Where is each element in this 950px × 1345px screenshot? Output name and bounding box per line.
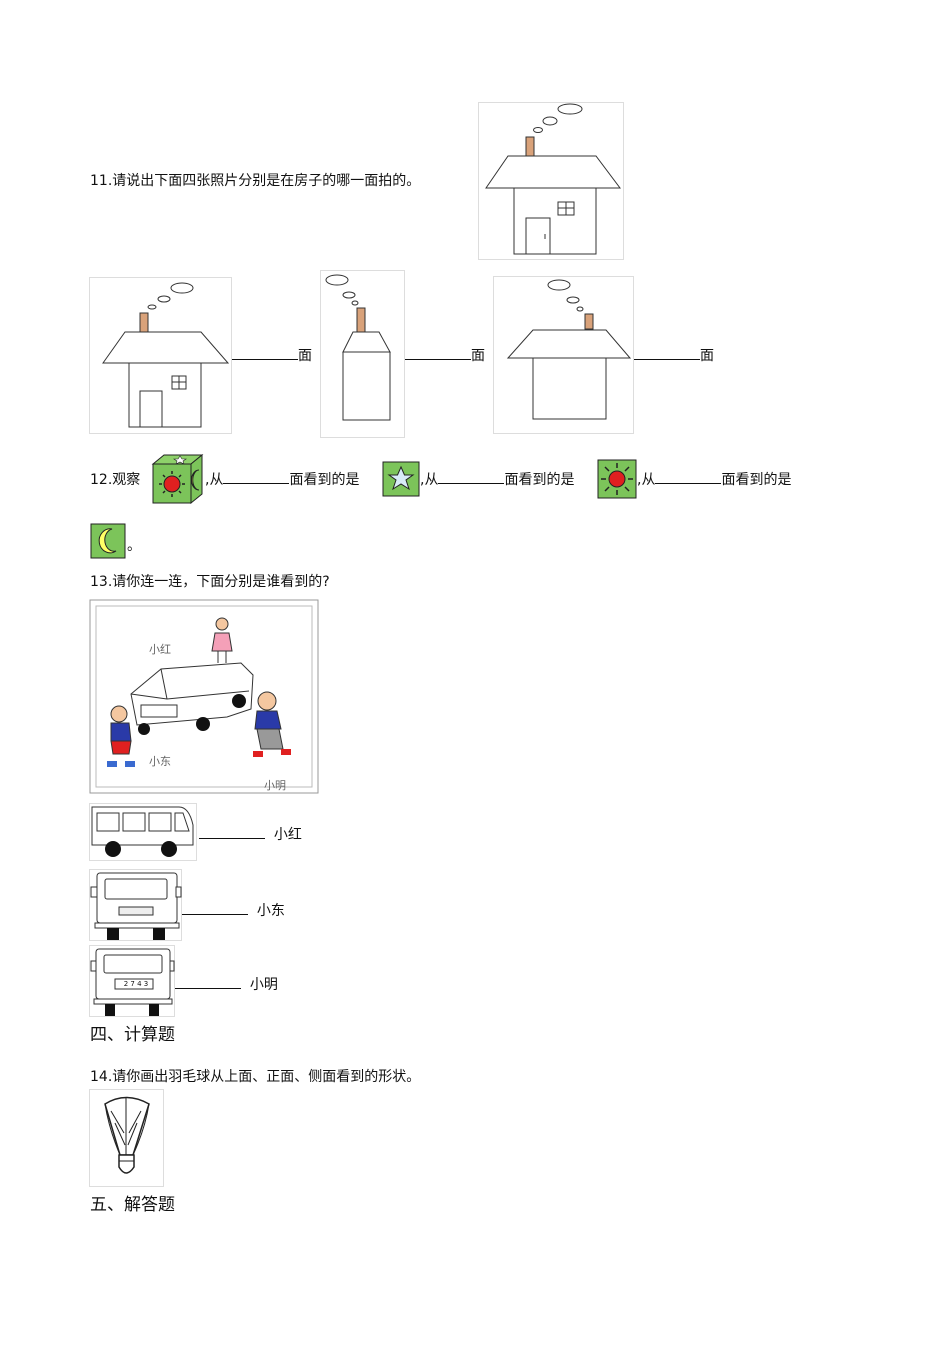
answer-blank[interactable] [175,976,241,989]
shuttlecock-figure [89,1089,164,1187]
moon-face-icon [90,523,126,559]
section-4-title: 四、计算题 [90,1025,175,1045]
scene-label-xiaodong: 小东 [149,755,171,768]
q12-clause-1: ,从 面看到的是 [205,471,359,489]
q11-text: 11.请说出下面四张照片分别是在房子的哪一面拍的。 [90,173,421,189]
q14-text: 14.请你画出羽毛球从上面、正面、侧面看到的形状。 [90,1069,421,1085]
q12-seen: 面看到的是 [289,472,360,488]
answer-blank[interactable] [655,471,722,484]
q12-clause-3: ,从 面看到的是 [637,471,791,489]
answer-blank[interactable] [182,902,248,915]
bus-back-view: 2 7 4 3 [89,945,175,1017]
q11-answer-1: 面 [232,347,312,365]
q12-seen: 面看到的是 [721,472,792,488]
section-5-title: 五、解答题 [90,1195,175,1215]
q11-answer-3: 面 [634,347,714,365]
answer-suffix: 面 [471,348,485,364]
q13-option-3: 小明 [175,976,278,994]
q11-answer-2: 面 [405,347,485,365]
option-xiaohong: 小红 [273,827,302,843]
sun-face-icon [597,459,637,499]
house-view-2 [320,270,405,438]
q12-seen: 面看到的是 [504,472,575,488]
option-xiaoming: 小明 [249,977,278,993]
answer-suffix: 面 [298,348,312,364]
bus-side-view [89,803,197,861]
answer-blank[interactable] [438,471,505,484]
bus-front-view [89,869,182,941]
q12-prefix: 12.观察 [90,472,141,488]
answer-blank[interactable] [232,347,298,360]
q13-text: 13.请你连一连，下面分别是谁看到的? [90,574,330,590]
house-view-3 [493,276,634,434]
q13-option-2: 小东 [182,902,285,920]
q12-end: 。 [127,538,141,554]
q12-from: ,从 [637,472,656,488]
scene-label-xiaohong: 小红 [149,643,171,656]
answer-blank[interactable] [223,471,290,484]
cube-figure [151,453,204,505]
answer-blank[interactable] [634,347,700,360]
license-plate: 2 7 4 3 [123,980,149,988]
q12-from: ,从 [205,472,224,488]
q12-from: ,从 [420,472,439,488]
scene-figure: 小红 小东 小明 [89,599,319,794]
scene-label-xiaoming: 小明 [264,779,286,792]
answer-blank[interactable] [405,347,471,360]
star-face-icon [382,461,420,497]
house-main-figure [478,102,624,260]
answer-suffix: 面 [700,348,714,364]
q13-option-1: 小红 [199,826,302,844]
option-xiaodong: 小东 [256,903,285,919]
q12-clause-2: ,从 面看到的是 [420,471,574,489]
answer-blank[interactable] [199,826,265,839]
house-view-1 [89,277,232,434]
